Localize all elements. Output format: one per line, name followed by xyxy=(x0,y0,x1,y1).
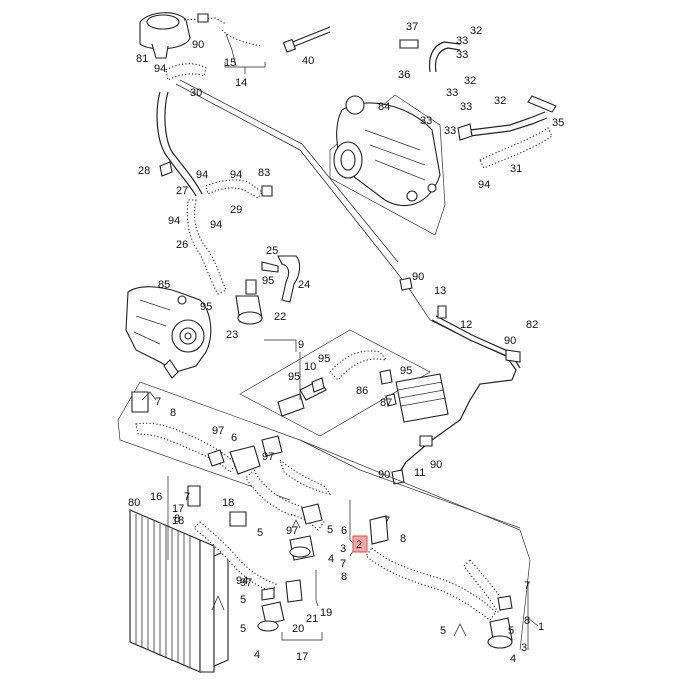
label-33: 33 xyxy=(446,87,458,99)
label-13: 13 xyxy=(434,285,446,297)
label-94: 94 xyxy=(168,215,180,227)
label-94: 94 xyxy=(478,179,490,191)
label-32: 32 xyxy=(470,25,482,37)
label-36: 36 xyxy=(398,69,410,81)
label-18: 18 xyxy=(222,497,234,509)
label-1: 1 xyxy=(538,621,544,633)
label-5: 5 xyxy=(240,594,246,606)
label-11: 11 xyxy=(414,467,425,479)
label-90: 90 xyxy=(412,271,424,283)
label-2-highlighted: 2 xyxy=(356,539,362,551)
label-14: 14 xyxy=(235,77,247,89)
turbocharger-illustration xyxy=(329,94,446,236)
expansion-tank-illustration xyxy=(139,12,263,59)
water-pump-illustration xyxy=(125,286,212,379)
sensor-rods-illustration xyxy=(282,26,331,53)
label-21: 21 xyxy=(306,613,318,625)
label-33: 33 xyxy=(456,49,468,61)
label-8: 8 xyxy=(341,571,347,583)
label-90: 90 xyxy=(192,39,204,51)
label-83: 83 xyxy=(258,167,270,179)
label-94: 94 xyxy=(236,575,248,587)
label-23: 23 xyxy=(226,329,238,341)
label-3: 3 xyxy=(521,642,527,654)
label-25: 25 xyxy=(266,245,278,257)
label-84: 84 xyxy=(378,101,390,113)
label-97: 97 xyxy=(240,577,252,589)
label-7: 7 xyxy=(524,580,530,592)
label-16: 16 xyxy=(150,491,162,503)
label-8: 8 xyxy=(400,533,406,545)
label-33: 33 xyxy=(460,101,472,113)
label-8: 8 xyxy=(170,407,176,419)
label-24: 24 xyxy=(298,279,310,291)
label-81: 81 xyxy=(136,53,148,65)
label-86: 86 xyxy=(356,385,368,397)
label-8: 8 xyxy=(524,615,530,627)
label-17: 17 xyxy=(296,651,308,663)
label-12: 12 xyxy=(460,319,472,331)
label-17: 17 xyxy=(172,503,184,515)
label-80: 80 xyxy=(128,497,140,509)
label-20: 20 xyxy=(292,623,304,635)
label-5: 5 xyxy=(508,625,514,637)
highlight-box xyxy=(352,535,368,553)
label-33: 33 xyxy=(456,35,468,47)
label-85: 85 xyxy=(158,279,170,291)
label-9: 9 xyxy=(298,339,304,351)
label-5: 5 xyxy=(240,623,246,635)
label-3: 3 xyxy=(340,543,346,555)
label-29: 29 xyxy=(230,204,242,216)
label-94: 94 xyxy=(196,169,208,181)
label-95: 95 xyxy=(400,365,412,377)
oil-cooler-illustration xyxy=(379,369,449,423)
label-26: 26 xyxy=(176,239,188,251)
label-97: 97 xyxy=(212,425,224,437)
label-4: 4 xyxy=(328,553,334,565)
label-94: 94 xyxy=(230,169,242,181)
label-28: 28 xyxy=(138,165,150,177)
label-94: 94 xyxy=(154,63,166,75)
label-19: 19 xyxy=(320,607,332,619)
label-90: 90 xyxy=(430,459,442,471)
label-95: 95 xyxy=(288,371,300,383)
label-7: 7 xyxy=(155,396,161,408)
label-40: 40 xyxy=(302,55,314,67)
label-97: 97 xyxy=(286,525,298,537)
label-97: 97 xyxy=(262,451,274,463)
label-30: 30 xyxy=(190,87,202,99)
label-82: 82 xyxy=(526,319,538,331)
label-15: 15 xyxy=(224,57,236,69)
label-95: 95 xyxy=(200,301,212,313)
label-5: 5 xyxy=(327,524,333,536)
label-10: 10 xyxy=(304,361,316,373)
label-4: 4 xyxy=(254,649,260,661)
label-8: 8 xyxy=(174,513,180,525)
label-7: 7 xyxy=(184,491,190,503)
label-37: 37 xyxy=(406,21,418,33)
label-5: 5 xyxy=(257,527,263,539)
label-31: 31 xyxy=(510,163,522,175)
label-90: 90 xyxy=(378,469,390,481)
label-90: 90 xyxy=(504,335,516,347)
label-22: 22 xyxy=(274,311,286,323)
label-87: 87 xyxy=(380,397,392,409)
label-6: 6 xyxy=(341,525,347,537)
label-95: 95 xyxy=(318,353,330,365)
label-33: 33 xyxy=(420,115,432,127)
label-94: 94 xyxy=(210,219,222,231)
label-7: 7 xyxy=(340,558,346,570)
label-27: 27 xyxy=(176,185,188,197)
label-4: 4 xyxy=(510,653,516,665)
label-5: 5 xyxy=(440,625,446,637)
label-6: 6 xyxy=(231,432,237,444)
label-35: 35 xyxy=(552,117,564,129)
label-95: 95 xyxy=(262,275,274,287)
label-33: 33 xyxy=(444,125,456,137)
label-32: 32 xyxy=(494,95,506,107)
label-32: 32 xyxy=(464,75,476,87)
label-18: 18 xyxy=(172,515,184,527)
label-7: 7 xyxy=(384,515,390,527)
